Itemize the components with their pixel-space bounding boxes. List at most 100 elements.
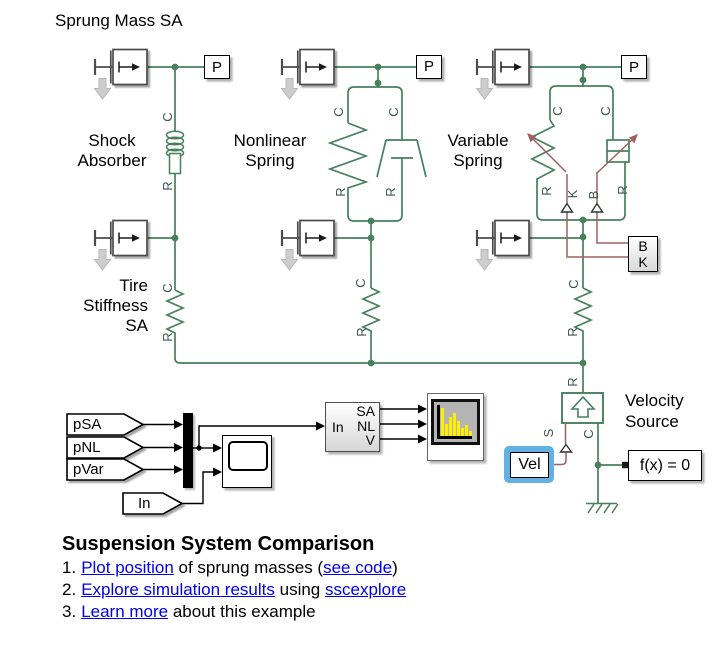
port-label-c: C xyxy=(330,107,346,117)
port-label-r: R xyxy=(382,187,398,197)
ps-converter-block-3[interactable]: P xyxy=(621,55,647,79)
footer-item-2: 2.Explore simulation results using sscex… xyxy=(62,580,406,600)
port-label-r: R xyxy=(538,186,554,196)
physical-connections[interactable] xyxy=(147,66,630,503)
mass-block-unsprung-var[interactable] xyxy=(475,219,530,271)
tag-pnl-shape[interactable] xyxy=(66,436,145,459)
port-label-c: C xyxy=(352,278,368,288)
junction-dots xyxy=(171,63,602,469)
label-nonlinear-spring: Nonlinear Spring xyxy=(218,131,322,171)
results-scope-block[interactable] xyxy=(427,393,484,461)
subsystem-inport-label: In xyxy=(332,419,344,435)
scope-block[interactable] xyxy=(222,435,272,488)
bk-line-b: B xyxy=(638,238,648,254)
label-line: Absorber xyxy=(77,151,147,170)
k-port-triangle-icon xyxy=(560,202,574,213)
ps-port-triangles xyxy=(559,202,604,453)
port-label-s: S xyxy=(540,428,556,438)
text-segment: about this example xyxy=(168,602,316,621)
mux-block[interactable] xyxy=(183,413,193,488)
gray-down-arrow-icon xyxy=(280,78,299,100)
port-label-r: R xyxy=(353,327,369,337)
link-plot-position[interactable]: Plot position xyxy=(81,558,174,577)
mass-block-unsprung-nl[interactable] xyxy=(280,219,335,271)
mass-block-sprung-sa[interactable] xyxy=(93,48,148,100)
port-label-b: B xyxy=(585,190,601,200)
port-label-c: C xyxy=(597,106,613,116)
bk-line-k: K xyxy=(638,254,648,270)
shock-absorber-icon[interactable] xyxy=(165,130,185,175)
tire-spring-2-icon xyxy=(360,287,382,363)
label-line: Spring xyxy=(453,151,503,170)
tag-pnl-label: pNL xyxy=(73,439,101,456)
ps-converter-block-2[interactable]: P xyxy=(416,54,442,79)
icon-x-axis xyxy=(437,436,472,439)
s-port-triangle-icon xyxy=(559,443,573,453)
label-line: Velocity xyxy=(625,391,684,410)
annotation-sprung-mass-sa: Sprung Mass SA xyxy=(55,11,183,30)
solver-port-square xyxy=(622,461,628,469)
footer-item-1: 1.Plot position of sprung masses (see co… xyxy=(62,558,398,578)
gray-down-arrow-icon xyxy=(93,249,112,271)
label-shock-absorber: Shock Absorber xyxy=(60,131,164,171)
vel-tag-block[interactable]: Vel xyxy=(510,452,549,478)
variable-spring-icon xyxy=(530,119,583,221)
subsystem-outport-nl: NL xyxy=(357,418,375,434)
tag-in-shape[interactable] xyxy=(122,492,184,515)
label-line: Stiffness xyxy=(83,296,148,315)
tag-pvar-shape[interactable] xyxy=(66,458,145,481)
gray-down-arrow-icon xyxy=(475,249,494,271)
gray-down-arrow-icon xyxy=(280,249,299,271)
tag-psa-shape[interactable] xyxy=(66,413,145,436)
mass-block-unsprung-sa[interactable] xyxy=(93,219,148,271)
nonlinear-spring-icon xyxy=(327,122,371,222)
port-label-r: R xyxy=(159,181,175,191)
port-label-c: C xyxy=(549,106,565,116)
histogram-icon xyxy=(431,399,480,445)
label-line: Variable xyxy=(447,131,509,150)
text-segment: ) xyxy=(392,558,398,577)
label-tire-stiffness-sa: Tire Stiffness SA xyxy=(58,276,148,336)
tire-spring-3-icon xyxy=(572,287,594,363)
variable-spring-arrow-icon xyxy=(527,133,537,143)
simulink-signal-lines[interactable] xyxy=(143,408,419,505)
label-line: Shock xyxy=(88,131,136,150)
branch-dot xyxy=(196,445,202,451)
position-subsystem-block[interactable]: In SA NL V xyxy=(325,402,380,452)
mass-block-sprung-nl[interactable] xyxy=(280,48,335,100)
ps-converter-block-1[interactable]: P xyxy=(204,55,230,79)
port-label-r: R xyxy=(564,327,580,337)
bk-source-block[interactable]: B K xyxy=(628,236,658,272)
mass-block-sprung-var[interactable] xyxy=(475,48,530,100)
text-segment: of sprung masses ( xyxy=(173,558,324,577)
mechanical-reference-icon[interactable] xyxy=(586,502,619,514)
label-line: Nonlinear xyxy=(233,131,307,150)
label-line: Spring xyxy=(245,151,295,170)
item-number: 1. xyxy=(62,558,77,577)
up-arrow-icon xyxy=(570,395,596,418)
link-sscexplore[interactable]: sscexplore xyxy=(324,580,407,599)
link-explore-simulation-results[interactable]: Explore simulation results xyxy=(81,580,275,599)
icon-y-axis xyxy=(437,405,440,439)
port-label-c: C xyxy=(159,112,175,122)
footer-item-3: 3.Learn more about this example xyxy=(62,602,316,622)
port-label-c: C xyxy=(159,283,175,293)
label-velocity-source: Velocity Source xyxy=(625,390,684,432)
port-label-r: R xyxy=(332,187,348,197)
icon-bars xyxy=(441,407,472,436)
gray-down-arrow-icon xyxy=(475,78,494,100)
solver-configuration-block[interactable]: f(x) = 0 xyxy=(628,450,702,481)
tag-pvar-label: pVar xyxy=(73,461,104,478)
item-number: 2. xyxy=(62,580,77,599)
signal-arrowheads xyxy=(527,133,638,144)
link-learn-more[interactable]: Learn more xyxy=(81,602,169,621)
label-line: SA xyxy=(125,316,148,335)
label-line: Tire xyxy=(119,276,148,295)
variable-damper-icon[interactable] xyxy=(606,139,630,163)
velocity-source-block[interactable] xyxy=(561,392,604,424)
link-see-code[interactable]: see code xyxy=(323,558,393,577)
tire-spring-1-icon xyxy=(164,289,186,364)
physical-signal-lines[interactable] xyxy=(530,136,635,466)
footer-title: Suspension System Comparison xyxy=(62,533,375,555)
